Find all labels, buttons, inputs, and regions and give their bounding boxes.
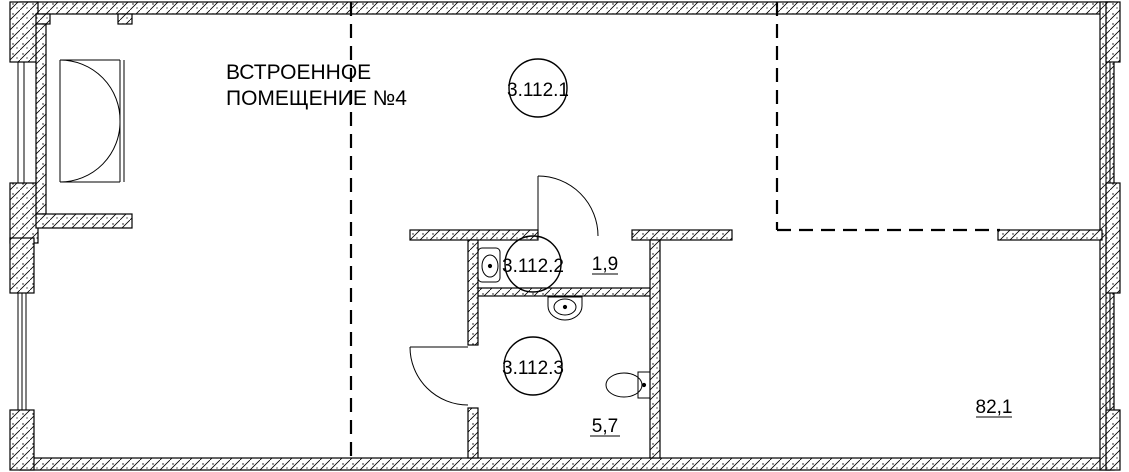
room-area-82-1: 82,1 [976,397,1013,418]
svg-text:5,7: 5,7 [592,416,618,437]
room-code: 3.112.1 [507,80,569,101]
room-code: 3.112.2 [502,256,564,277]
room-marker-3-112-1: 3.112.1 [507,58,569,118]
title-line-1: ВСТРОЕННОЕ [226,61,371,84]
outer-walls [9,1,1121,471]
entrance-double-door [59,59,125,183]
zone-boundaries [349,2,1000,458]
room-marker-3-112-2: 3.112.2 [502,235,564,293]
title-line-2: ПОМЕЩЕНИЕ №4 [226,87,407,110]
room-area-5-7: 5,7 [590,416,620,437]
room-marker-3-112-3: 3.112.3 [502,336,564,396]
svg-text:1,9: 1,9 [592,254,618,275]
windows [17,62,1115,410]
interior-partitions [409,229,1103,459]
sink-small-icon [477,247,501,283]
interior-doors [409,175,599,406]
toilet-icon [605,371,651,399]
svg-text:82,1: 82,1 [976,397,1013,418]
room-area-1-9: 1,9 [592,254,618,275]
premises-title: ВСТРОЕННОЕ ПОМЕЩЕНИЕ №4 [226,61,407,110]
room-code: 3.112.3 [502,358,564,379]
sink-icon [547,296,583,321]
